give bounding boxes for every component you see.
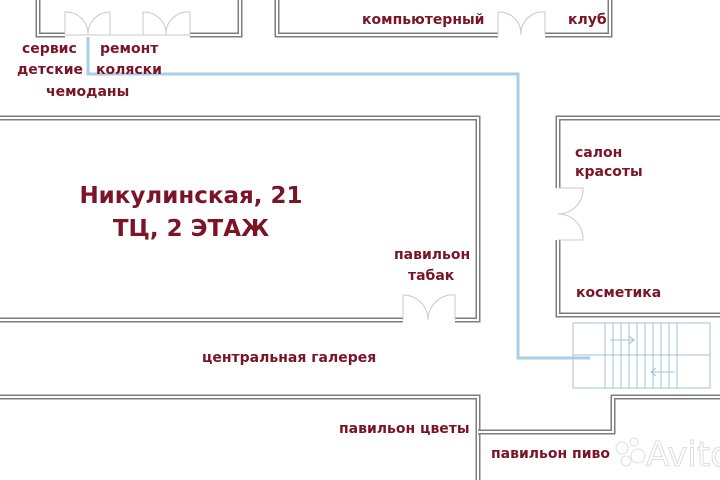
- label-cosmetics: косметика: [576, 285, 661, 301]
- label-service-1: сервис: [22, 41, 77, 57]
- label-beer: павильон пиво: [491, 446, 610, 462]
- label-salon-2: красоты: [575, 164, 643, 180]
- label-flowers: павильон цветы: [339, 421, 470, 437]
- watermark-text: Avito: [646, 435, 720, 475]
- title-line-1: Никулинская, 21: [79, 183, 302, 209]
- label-club-2: клуб: [568, 12, 607, 28]
- label-service-3: чемоданы: [46, 84, 129, 100]
- label-repair-2: коляски: [96, 62, 162, 78]
- staircase: [572, 322, 711, 389]
- title-line-2: ТЦ, 2 ЭТАЖ: [113, 216, 269, 242]
- route-path: [86, 37, 590, 360]
- avito-watermark: Avito: [615, 435, 720, 476]
- label-club-1: компьютерный: [362, 12, 484, 28]
- label-gallery: центральная галерея: [202, 350, 376, 366]
- doors: [64, 11, 584, 321]
- label-repair-1: ремонт: [100, 41, 159, 57]
- label-tobacco-1: павильон: [394, 247, 470, 263]
- label-tobacco-2: табак: [408, 268, 455, 284]
- label-service-2: детские: [17, 62, 83, 78]
- label-salon-1: салон: [575, 145, 622, 161]
